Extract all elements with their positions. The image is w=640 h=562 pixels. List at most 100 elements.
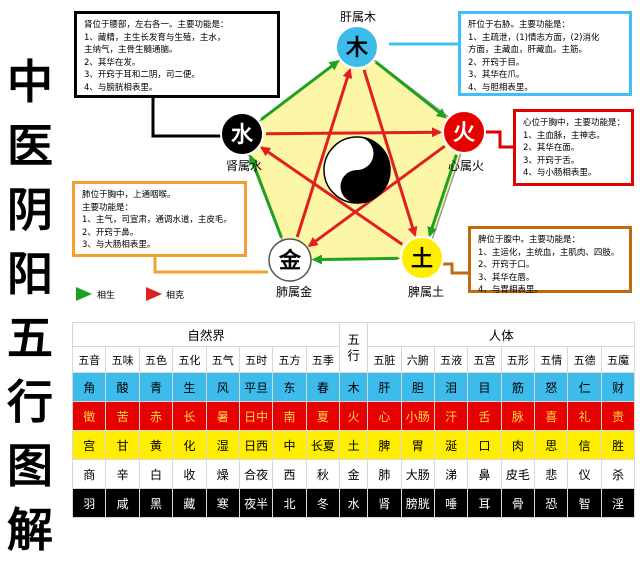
nature-cell: 咸 (105, 488, 140, 518)
title-char: 图 (7, 439, 53, 493)
liver-info-box: 肝位于右胁。主要功能是：1、主疏泄，(1)情志方面，(2)消化方面，主藏血，肝藏… (458, 11, 632, 96)
info-line: 2、其华在面。 (523, 143, 580, 153)
info-line: 3、开窍于舌。 (523, 155, 580, 166)
human-category: 六腑 (400, 346, 435, 373)
nature-category: 五气 (205, 346, 240, 373)
connector-lung (153, 257, 268, 274)
spleen-info-box: 脾位于腹中。主要功能是：1、主运化，主统血，主肌肉、四肢。2、开窍于口。3、其华… (468, 226, 632, 295)
human-cell: 礼 (567, 401, 602, 431)
human-cell: 口 (467, 430, 502, 460)
connector-kidney (151, 98, 224, 138)
human-cell: 胜 (600, 430, 636, 460)
nature-cell: 南 (272, 401, 307, 431)
human-cell: 心 (367, 401, 402, 431)
human-cell: 喜 (534, 401, 569, 431)
title-char: 解 (7, 503, 53, 557)
human-cell: 思 (534, 430, 569, 460)
human-cell: 涕 (433, 459, 469, 489)
node-earth-char: 土 (411, 246, 433, 272)
human-cell: 肉 (500, 430, 536, 460)
info-line: 肝位于右胁。主要功能是： (468, 20, 571, 30)
human-cell: 肺 (367, 459, 402, 489)
table-row: 商辛白收燥合夜西秋金肺大肠涕鼻皮毛悲仪杀 (71, 459, 636, 489)
connector-spleen (443, 262, 468, 275)
nature-cell: 长 (172, 401, 207, 431)
info-line: 肾位于腰部，左右各一。主要功能是： (84, 20, 229, 30)
title-char: 阴 (7, 183, 53, 237)
nature-cell: 西 (272, 459, 307, 489)
sheng-arrow-wood-fire (374, 60, 447, 119)
human-cell: 怒 (534, 372, 569, 402)
node-metal-char: 金 (278, 248, 302, 274)
human-cell: 信 (567, 430, 602, 460)
human-category: 五魔 (600, 346, 636, 373)
wuxing-diagram: 木 火 土 金 水 肝属木 心属火 脾属土 肺属金 肾属水 (76, 10, 513, 301)
legend-sheng-arrow-icon (76, 287, 92, 301)
human-cell: 小肠 (400, 401, 435, 431)
label-water: 肾属水 (226, 159, 262, 173)
nature-cell: 徵 (71, 401, 107, 431)
human-cell: 仪 (567, 459, 602, 489)
sheng-arrow-earth-metal (311, 254, 399, 265)
title-char: 阳 (7, 247, 53, 301)
human-cell: 耳 (467, 488, 502, 518)
nature-cell: 黑 (138, 488, 174, 518)
nature-cell: 暑 (205, 401, 240, 431)
element-cell: 金 (339, 459, 369, 489)
legend-ke-arrow-icon (146, 287, 162, 301)
table-row: 羽咸黑藏寒夜半北冬水肾膀胱唾耳骨恐智淫 (71, 488, 636, 518)
info-line: 方面，主藏血，肝藏血。主筋。 (468, 45, 588, 55)
nature-cell: 平旦 (238, 372, 274, 402)
title-char: 中 (7, 55, 53, 109)
element-cell: 水 (339, 488, 369, 518)
human-cell: 筋 (500, 372, 536, 402)
human-category: 五情 (534, 346, 569, 373)
nature-category: 五味 (105, 346, 140, 373)
ke-arrow-wood-earth (362, 69, 418, 237)
nature-header: 自然界 (71, 322, 341, 347)
human-cell: 汗 (433, 401, 469, 431)
info-line: 4、与胆相表里。 (468, 82, 533, 93)
nature-cell: 藏 (172, 488, 207, 518)
human-cell: 泪 (433, 372, 469, 402)
human-category: 五形 (500, 346, 536, 373)
heart-info-box: 心位于胸中，主要功能是：1、主血脉，主神志。2、其华在面。3、开窍于舌。4、与小… (513, 109, 634, 186)
nature-category: 五化 (172, 346, 207, 373)
human-cell: 胃 (400, 430, 435, 460)
info-line: 1、藏精，主生长发育与生殖，主水， (84, 32, 226, 43)
element-cell: 土 (339, 430, 369, 460)
nature-cell: 化 (172, 430, 207, 460)
nature-cell: 中 (272, 430, 307, 460)
human-cell: 财 (600, 372, 636, 402)
info-line: 心位于胸中，主要功能是： (523, 118, 626, 128)
nature-cell: 苦 (105, 401, 140, 431)
nature-category: 五音 (71, 346, 107, 373)
info-line: 3、其华在唇。 (478, 272, 535, 283)
human-category: 五宫 (467, 346, 502, 373)
info-line: 3、其华在爪。 (468, 70, 525, 80)
nature-category: 五时 (238, 346, 274, 373)
info-line: 脾位于腹中。主要功能是： (478, 235, 581, 245)
yinyang-icon (323, 136, 391, 204)
element-header-char: 行 (347, 347, 360, 363)
human-cell: 脉 (500, 401, 536, 431)
nature-cell: 夏 (305, 401, 341, 431)
nature-cell: 酸 (105, 372, 140, 402)
nature-cell: 冬 (305, 488, 341, 518)
human-cell: 仁 (567, 372, 602, 402)
human-cell: 恐 (534, 488, 569, 518)
nature-cell: 收 (172, 459, 207, 489)
nature-cell: 角 (71, 372, 107, 402)
label-metal: 肺属金 (276, 284, 312, 299)
nature-cell: 黄 (138, 430, 174, 460)
ke-arrow-earth-water (260, 146, 404, 246)
legend-ke-label: 相克 (166, 291, 185, 301)
human-cell: 目 (467, 372, 502, 402)
info-line: 1、主血脉，主神志。 (523, 130, 605, 141)
nature-cell: 北 (272, 488, 307, 518)
table-row: 角酸青生风平旦东春木肝胆泪目筋怒仁财 (71, 372, 636, 402)
table-category-row: 五音五味五色五化五气五时五方五季五脏六腑五液五宫五形五情五德五魔 (71, 346, 636, 373)
label-earth: 脾属土 (408, 284, 444, 299)
human-header: 人体 (367, 322, 636, 347)
lung-info-box: 肺位于胸中，上通咽喉。主要功能是：1、主气，司宣肃，通调水道，主皮毛。2、开窍于… (72, 181, 247, 257)
